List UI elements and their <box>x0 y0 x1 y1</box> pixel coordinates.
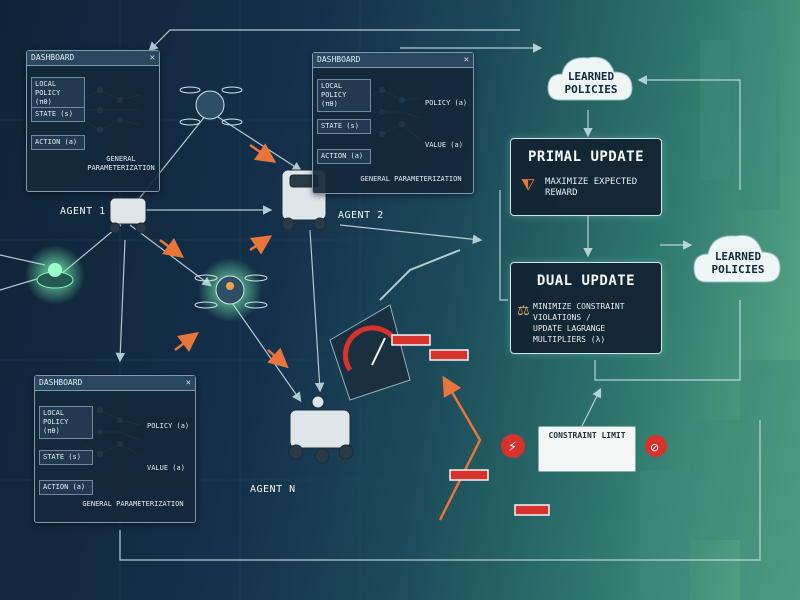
svg-text:⚡: ⚡ <box>508 440 517 455</box>
panel-title: DASHBOARD <box>31 53 75 62</box>
agent-2-label: AGENT 2 <box>338 210 384 221</box>
policy-output: POLICY (a) <box>147 422 190 430</box>
state-label: STATE (s) <box>39 450 93 465</box>
action-label: ACTION (a) <box>39 480 93 495</box>
local-policy-label: LOCAL POLICY (πθ) <box>317 79 371 112</box>
panel-caption: GENERAL PARAMETERIZATION <box>360 175 462 183</box>
agent-n-label: AGENT N <box>250 484 296 495</box>
close-icon[interactable]: ✕ <box>185 378 191 388</box>
agent-1-label: AGENT 1 <box>60 206 106 217</box>
dashboard-panel-agent1: DASHBOARD ✕ LOCAL POLICY (πθ) STATE (s) A… <box>26 50 160 192</box>
value-output: VALUE (a) <box>425 141 463 149</box>
dashboard-panel-agentn: DASHBOARD ✕ LOCAL POLICY (πθ) STATE (s) A… <box>34 375 196 523</box>
close-icon[interactable]: ✕ <box>463 55 469 65</box>
warning-icon <box>501 434 525 458</box>
state-label: STATE (s) <box>31 107 85 122</box>
svg-text:⊘: ⊘ <box>650 441 659 454</box>
panel-title: DASHBOARD <box>39 378 83 387</box>
value-output: VALUE (a) <box>147 464 185 472</box>
state-label: STATE (s) <box>317 119 371 134</box>
action-label: ACTION (a) <box>317 149 371 164</box>
panel-caption: GENERAL PARAMETERIZATION <box>87 155 155 172</box>
broken-link-icon <box>645 435 667 457</box>
constraint-limit-label: CONSTRAINT LIMIT <box>548 431 626 440</box>
local-policy-label: LOCAL POLICY (πθ) <box>31 77 85 110</box>
constraint-limit-box: CONSTRAINT LIMIT <box>538 426 636 472</box>
policy-output: POLICY (a) <box>425 99 468 107</box>
dashboard-panel-agent2: DASHBOARD ✕ LOCAL POLICY (πθ) STATE (s) A… <box>312 52 474 194</box>
drone-icon <box>179 86 243 126</box>
balance-icon: ⚖ <box>517 303 530 319</box>
drone-icon <box>194 274 268 309</box>
primal-update-title: PRIMAL UPDATE <box>527 149 645 165</box>
dual-update-title: DUAL UPDATE <box>536 273 636 289</box>
action-label: ACTION (a) <box>31 135 85 150</box>
panel-caption: GENERAL PARAMETERIZATION <box>82 500 184 508</box>
learned-policies-cloud-right: LEARNED POLICIES <box>711 250 765 276</box>
primal-update-box: PRIMAL UPDATE ⧨ MAXIMIZE EXPECTED REWARD <box>510 138 662 216</box>
funnel-icon: ⧨ <box>521 175 536 194</box>
panel-title: DASHBOARD <box>317 55 361 64</box>
dual-update-subtitle: MINIMIZE CONSTRAINT VIOLATIONS / UPDATE … <box>533 302 625 344</box>
primal-update-subtitle: MAXIMIZE EXPECTED REWARD <box>545 177 638 198</box>
learned-policies-cloud-top: LEARNED POLICIES <box>564 70 618 96</box>
dual-update-box: DUAL UPDATE ⚖ MINIMIZE CONSTRAINT VIOLAT… <box>510 262 662 354</box>
local-policy-label: LOCAL POLICY (πθ) <box>39 406 93 439</box>
close-icon[interactable]: ✕ <box>149 53 155 63</box>
